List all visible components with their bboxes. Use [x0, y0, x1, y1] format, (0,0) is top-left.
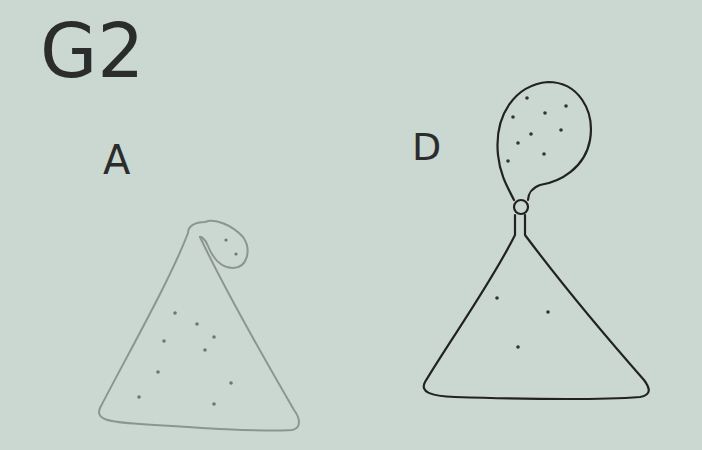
flask-letter: D — [412, 128, 441, 166]
flask-letter: A — [103, 140, 130, 180]
sheet-code: G2 — [40, 14, 144, 88]
flask-d — [424, 82, 649, 399]
dots-a — [137, 238, 237, 405]
flask-a — [99, 221, 299, 431]
dots-d — [495, 96, 568, 349]
